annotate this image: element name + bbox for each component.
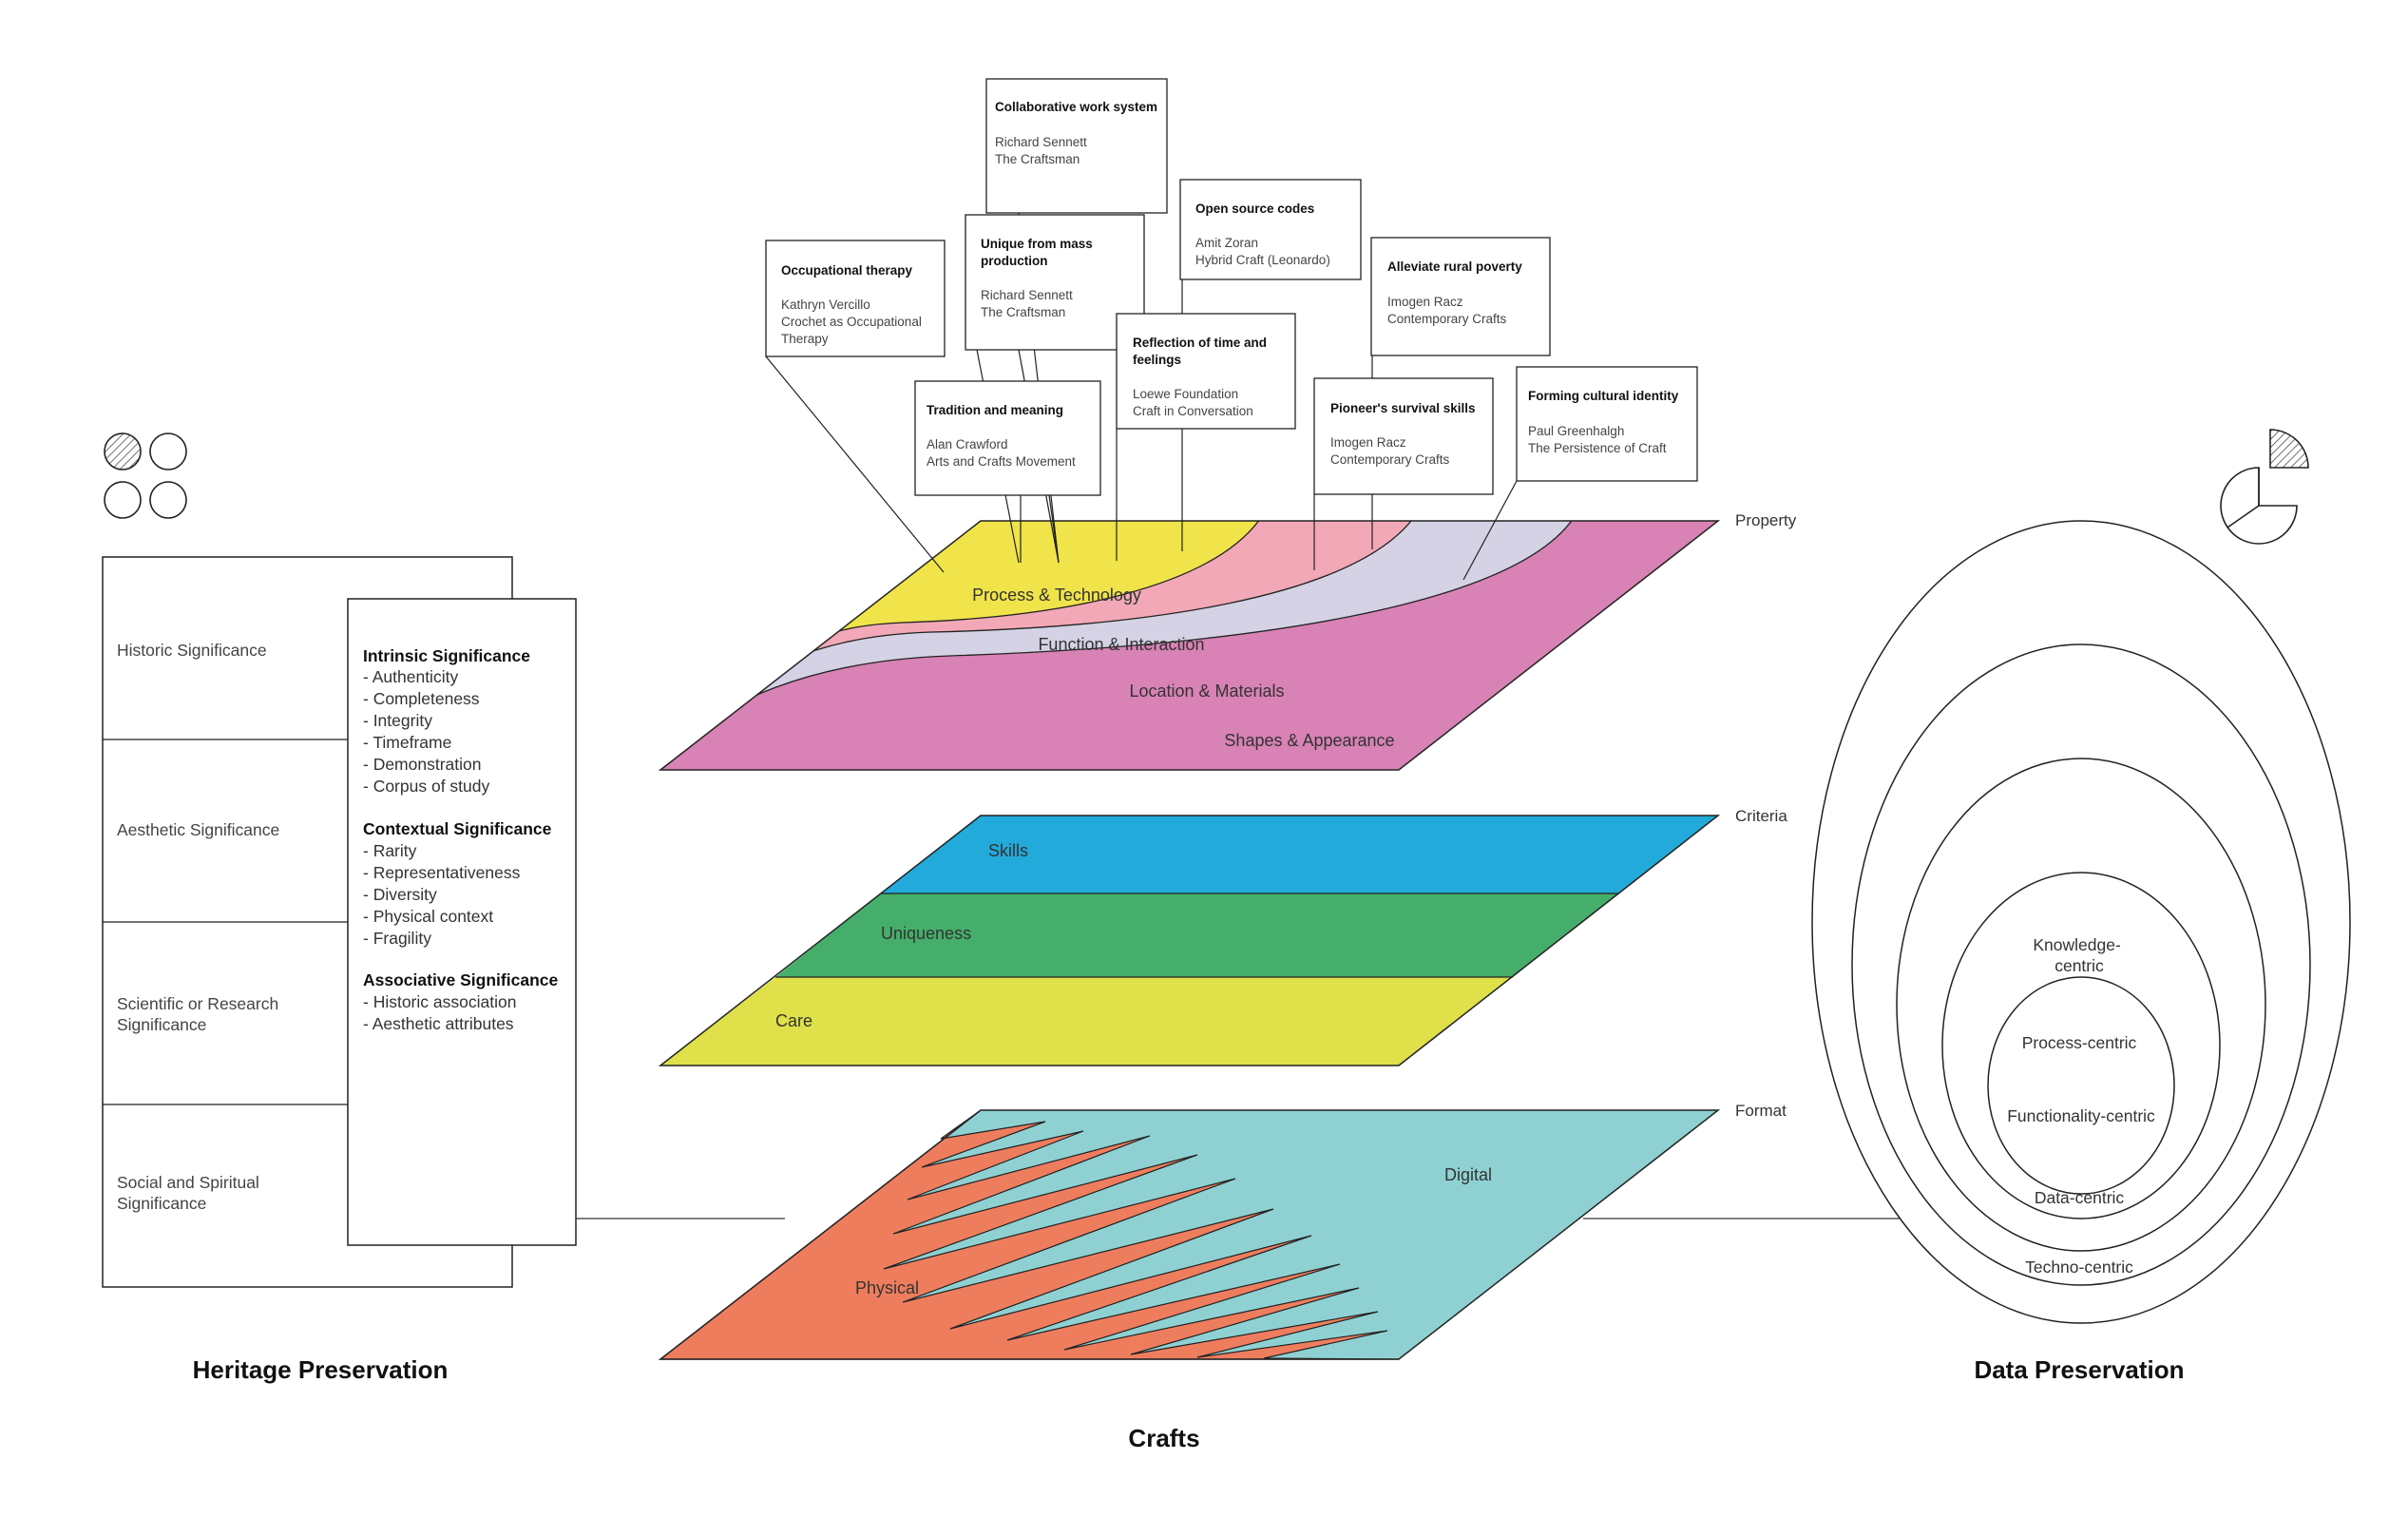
heritage-row-historic: Historic Significance bbox=[117, 641, 267, 660]
data-preservation-rings bbox=[1811, 520, 2351, 1324]
format-layer: Physical Digital Format bbox=[658, 1102, 1787, 1360]
contextual-item: - Fragility bbox=[363, 929, 431, 948]
heritage-title: Heritage Preservation bbox=[193, 1355, 449, 1384]
group-heading-associative: Associative Significance bbox=[363, 970, 558, 989]
svg-text:Unique from mass product: Unique from mass production bbox=[981, 237, 1097, 268]
svg-text:Alleviate rural poverty: Alleviate rural poverty bbox=[1387, 259, 1522, 274]
svg-text:Reflection of time and f: Reflection of time and feelings bbox=[1133, 336, 1271, 367]
svg-text:Alan Crawford: Alan Crawford bbox=[927, 437, 1008, 451]
heritage-icon bbox=[104, 432, 187, 519]
band-label-location: Location & Materials bbox=[1129, 682, 1284, 701]
intrinsic-item: - Timeframe bbox=[363, 733, 451, 752]
band-label-skills: Skills bbox=[988, 841, 1028, 860]
layer-label-property: Property bbox=[1735, 511, 1797, 529]
band-label-digital: Digital bbox=[1444, 1165, 1492, 1184]
svg-text:Occupational therapy: Occupational therapy bbox=[781, 263, 913, 278]
reference-card: Pioneer's survival skills Imogen Racz Co… bbox=[1313, 377, 1494, 495]
intrinsic-item: - Corpus of study bbox=[363, 777, 489, 796]
band-care bbox=[660, 977, 1513, 1066]
reference-card: Occupational therapy Kathryn Vercillo Cr… bbox=[765, 240, 946, 357]
ring-label-functionality: Functionality-centric bbox=[2007, 1106, 2155, 1125]
svg-text:Hybrid Craft (Leonardo): Hybrid Craft (Leonardo) bbox=[1195, 253, 1330, 267]
band-skills bbox=[881, 816, 1718, 893]
heritage-row-social: Social and Spiritual Significance bbox=[117, 1173, 264, 1213]
band-label-care: Care bbox=[775, 1011, 812, 1030]
associative-item: - Historic association bbox=[363, 992, 516, 1011]
svg-text:Craft in Conversation: Craft in Conversation bbox=[1133, 404, 1253, 418]
intrinsic-item: - Demonstration bbox=[363, 755, 482, 774]
svg-text:Richard Sennett: Richard Sennett bbox=[981, 288, 1073, 302]
associative-item: - Aesthetic attributes bbox=[363, 1014, 514, 1033]
ring-label-knowledge: Knowledge- centric bbox=[2033, 935, 2125, 975]
property-layer: Process & Technology Function & Interact… bbox=[658, 511, 1797, 771]
svg-text:The Persistence of Craft: The Persistence of Craft bbox=[1528, 441, 1667, 455]
svg-text:Forming cultural identity: Forming cultural identity bbox=[1528, 389, 1679, 403]
svg-text:The Craftsman: The Craftsman bbox=[995, 152, 1080, 166]
reference-card: Forming cultural identity Paul Greenhalg… bbox=[1516, 366, 1698, 482]
band-label-function: Function & Interaction bbox=[1038, 635, 1204, 654]
intrinsic-item: - Authenticity bbox=[363, 667, 458, 686]
svg-text:Tradition and meaning: Tradition and meaning bbox=[927, 403, 1063, 417]
group-heading-contextual: Contextual Significance bbox=[363, 819, 552, 838]
data-preservation-title: Data Preservation bbox=[1974, 1355, 2184, 1384]
svg-text:Open source codes: Open source codes bbox=[1195, 202, 1314, 216]
svg-text:The Craftsman: The Craftsman bbox=[981, 305, 1065, 319]
contextual-item: - Rarity bbox=[363, 841, 417, 860]
band-physical bbox=[659, 1109, 1400, 1360]
reference-card: Tradition and meaning Alan Crawford Arts… bbox=[914, 380, 1101, 496]
crafts-title: Crafts bbox=[1128, 1424, 1199, 1452]
svg-text:Richard Sennett: Richard Sennett bbox=[995, 135, 1087, 149]
heritage-row-aesthetic: Aesthetic Significance bbox=[117, 820, 279, 839]
ring-label-process: Process-centric bbox=[2022, 1033, 2137, 1052]
ring-label-techno: Techno-centric bbox=[2025, 1258, 2133, 1277]
group-heading-intrinsic: Intrinsic Significance bbox=[363, 646, 530, 665]
svg-text:Kathryn Vercillo: Kathryn Vercillo bbox=[781, 298, 870, 312]
svg-text:Loewe Foundation: Loewe Foundation bbox=[1133, 387, 1238, 401]
svg-text:Paul Greenhalgh: Paul Greenhalgh bbox=[1528, 424, 1624, 438]
pie-chart-icon bbox=[2220, 429, 2309, 545]
svg-text:Collaborative work system: Collaborative work system bbox=[995, 100, 1157, 114]
band-label-shapes: Shapes & Appearance bbox=[1224, 731, 1394, 750]
band-label-uniqueness: Uniqueness bbox=[881, 924, 971, 943]
contextual-item: - Representativeness bbox=[363, 863, 521, 882]
reference-card: Collaborative work system Richard Sennet… bbox=[985, 78, 1168, 214]
layer-label-criteria: Criteria bbox=[1735, 807, 1787, 825]
svg-text:Crochet as Occupational: Crochet as Occupational bbox=[781, 315, 922, 329]
reference-card: Reflection of time and feelings Loewe Fo… bbox=[1116, 313, 1296, 430]
contextual-item: - Diversity bbox=[363, 885, 437, 904]
band-label-physical: Physical bbox=[855, 1278, 919, 1297]
svg-text:Contemporary Crafts: Contemporary Crafts bbox=[1330, 452, 1450, 467]
heritage-row-scientific: Scientific or Research Significance bbox=[117, 994, 283, 1034]
reference-card: Alleviate rural poverty Imogen Racz Cont… bbox=[1370, 237, 1551, 356]
criteria-layer: Skills Uniqueness Care Criteria bbox=[658, 807, 1787, 1066]
reference-card: Unique from mass production Richard Senn… bbox=[965, 214, 1145, 351]
reference-card: Open source codes Amit Zoran Hybrid Craf… bbox=[1179, 179, 1362, 280]
significance-criteria-card: Intrinsic Significance - Authenticity - … bbox=[347, 598, 577, 1246]
layer-label-format: Format bbox=[1735, 1102, 1787, 1120]
intrinsic-item: - Integrity bbox=[363, 711, 432, 730]
svg-text:Arts and Crafts Movement: Arts and Crafts Movement bbox=[927, 454, 1076, 469]
intrinsic-item: - Completeness bbox=[363, 689, 480, 708]
svg-text:Contemporary Crafts: Contemporary Crafts bbox=[1387, 312, 1507, 326]
svg-text:Imogen Racz: Imogen Racz bbox=[1387, 295, 1463, 309]
band-label-process: Process & Technology bbox=[972, 586, 1141, 605]
svg-text:Pioneer's survival skills: Pioneer's survival skills bbox=[1330, 401, 1476, 415]
ring-label-data: Data-centric bbox=[2035, 1188, 2125, 1207]
contextual-item: - Physical context bbox=[363, 907, 493, 926]
svg-text:Imogen Racz: Imogen Racz bbox=[1330, 435, 1406, 450]
svg-text:Amit Zoran: Amit Zoran bbox=[1195, 236, 1258, 250]
band-uniqueness bbox=[775, 893, 1618, 977]
svg-text:Therapy: Therapy bbox=[781, 332, 829, 346]
